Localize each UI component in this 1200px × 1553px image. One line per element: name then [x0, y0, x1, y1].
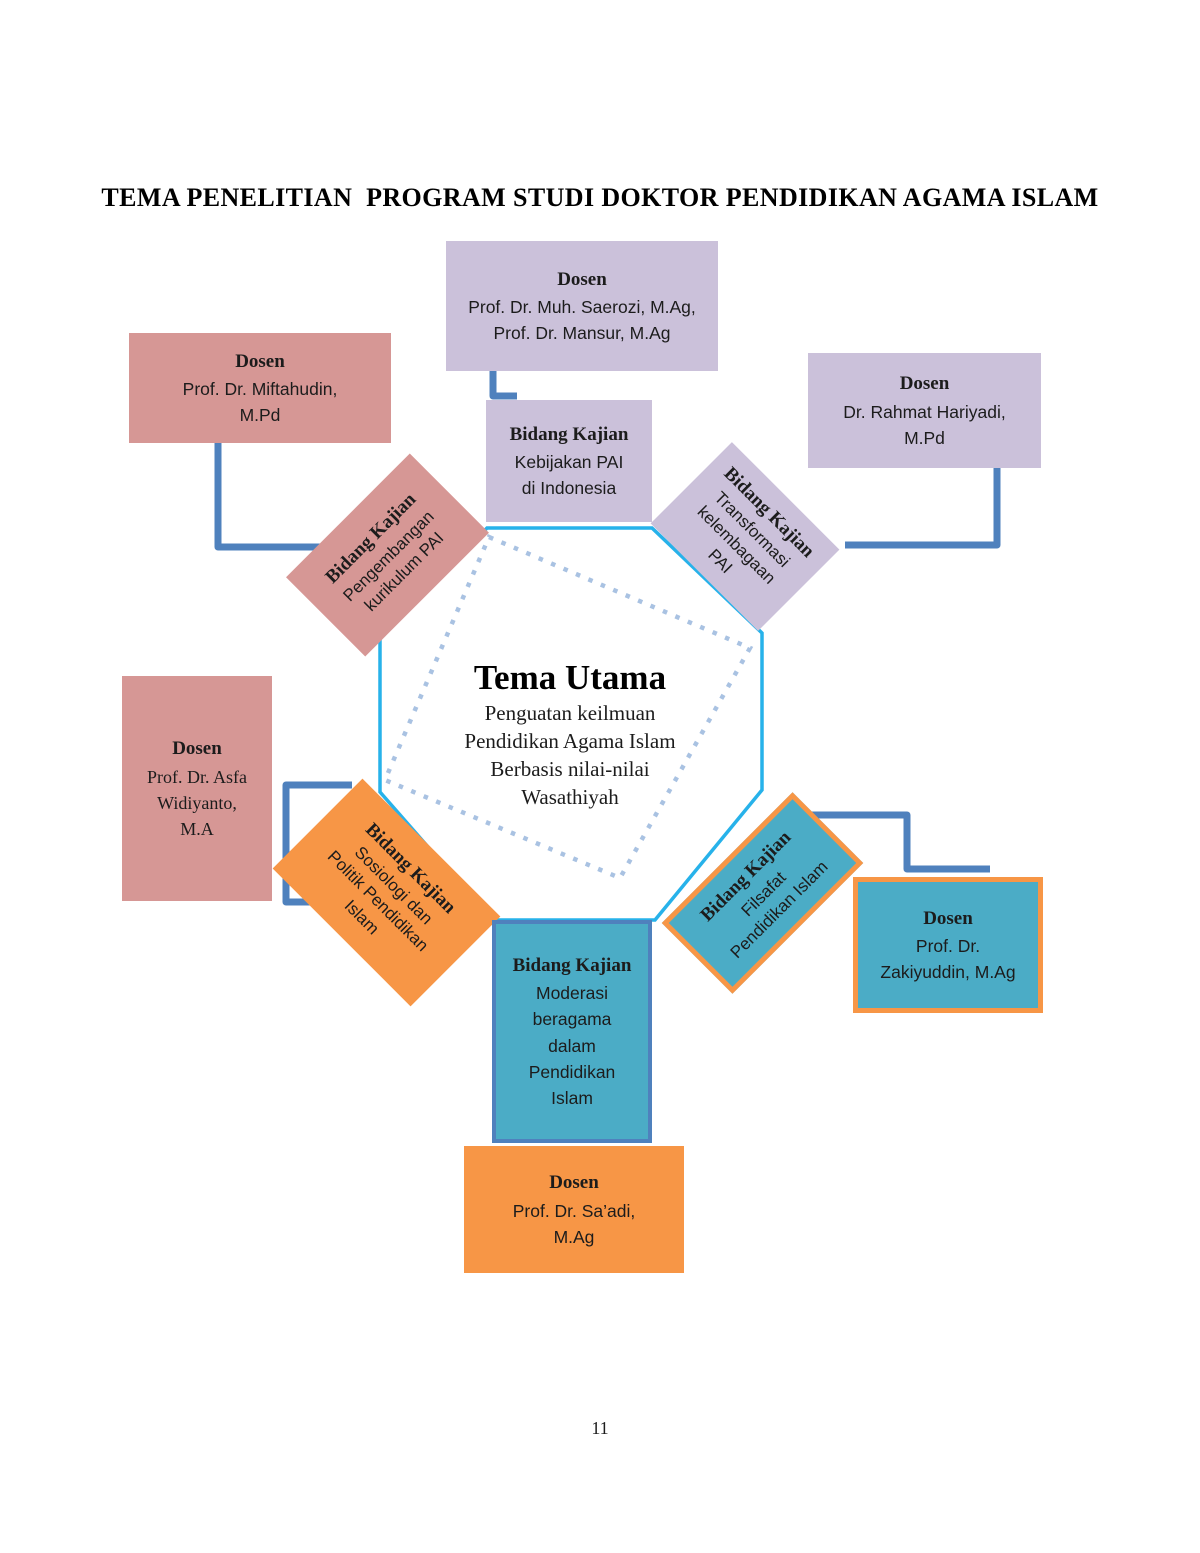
central-theme-line: Penguatan keilmuan — [484, 700, 656, 725]
central-theme-line: Berbasis nilai-nilai — [490, 756, 650, 781]
node-heading: Dosen — [549, 1172, 599, 1193]
node-dosen-saerozi-mansur: Dosen Prof. Dr. Muh. Saerozi, M.Ag, Prof… — [446, 241, 718, 371]
node-line: beragama — [532, 1009, 612, 1030]
node-line: Moderasi — [536, 983, 608, 1004]
node-dosen-saadi: Dosen Prof. Dr. Sa’adi, M.Ag — [464, 1146, 684, 1273]
node-heading: Dosen — [899, 373, 950, 394]
node-line: Prof. Dr. Sa’adi, — [512, 1200, 636, 1221]
node-line: Widiyanto, — [157, 792, 237, 813]
dotted-diamond — [382, 534, 754, 881]
node-line: Prof. Dr. — [915, 936, 981, 956]
page-number: 11 — [591, 1418, 609, 1438]
node-dosen-zakiyuddin: Dosen Prof. Dr. Zakiyuddin, M.Ag — [853, 877, 1043, 1013]
node-line: dalam — [548, 1035, 596, 1056]
node-bidang-moderasi-beragama: Bidang Kajian Moderasi beragama dalam Pe… — [492, 920, 652, 1143]
connector-filsafat-zakiyuddin — [812, 811, 990, 873]
node-line: M.A — [180, 818, 214, 839]
central-theme: Tema Utama Penguatan keilmuan Pendidikan… — [410, 656, 730, 811]
node-line: Prof. Dr. Miftahudin, — [182, 379, 338, 399]
node-line: M.Pd — [239, 405, 281, 426]
node-bidang-kebijakan-pai: Bidang Kajian Kebijakan PAI di Indonesia — [486, 400, 652, 522]
node-line: Kebijakan PAI — [514, 452, 624, 472]
node-line: Dr. Rahmat Hariyadi, — [843, 401, 1006, 422]
node-line: M.Pd — [904, 427, 945, 448]
central-theme-title: Tema Utama — [473, 658, 667, 697]
node-dosen-asfa-widiyanto: Dosen Prof. Dr. Asfa Widiyanto, M.A — [122, 676, 272, 901]
node-heading: Dosen — [235, 350, 285, 372]
central-theme-line: Pendidikan Agama Islam — [464, 728, 676, 753]
node-heading: Bidang Kajian — [509, 423, 629, 445]
node-line: Islam — [551, 1088, 593, 1109]
node-dosen-miftahudin: Dosen Prof. Dr. Miftahudin, M.Pd — [129, 333, 391, 443]
node-line: M.Ag — [553, 1226, 595, 1247]
node-heading: Dosen — [923, 907, 973, 929]
connector-hariyadi-transformasi — [845, 468, 1001, 549]
connector-asfa-sosiologi — [282, 781, 352, 906]
theme-outline-shape — [378, 526, 764, 922]
connector-saerozi-kebijakan — [489, 368, 517, 400]
node-heading: Dosen — [172, 738, 222, 760]
central-theme-line: Wasathiyah — [521, 784, 619, 809]
node-line: Zakiyuddin, M.Ag — [880, 962, 1016, 983]
node-heading: Bidang Kajian — [512, 954, 632, 976]
node-line: Prof. Dr. Mansur, M.Ag — [493, 323, 671, 344]
node-line: Prof. Dr. Asfa — [147, 766, 247, 787]
node-line: Prof. Dr. Muh. Saerozi, M.Ag, — [468, 297, 696, 317]
node-line: Pendidikan — [528, 1061, 616, 1082]
node-dosen-hariyadi: Dosen Dr. Rahmat Hariyadi, M.Pd — [808, 353, 1041, 468]
node-heading: Dosen — [557, 268, 607, 290]
page-title: TEMA PENELITIAN PROGRAM STUDI DOKTOR PEN… — [101, 183, 1099, 212]
node-line: di Indonesia — [521, 478, 617, 499]
